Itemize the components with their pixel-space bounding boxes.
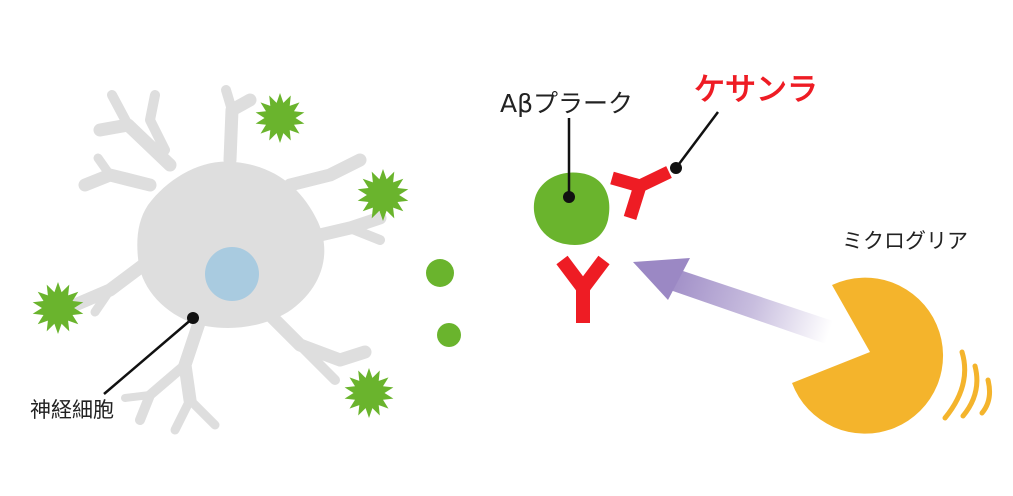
pointer-dot-antibody (670, 162, 682, 174)
spiky-amyloid-icon (344, 368, 394, 418)
pointer-dot-neuron (187, 312, 199, 324)
amyloid-plaque (533, 172, 610, 245)
pointer-lines (103, 111, 719, 395)
label-microglia: ミクログリア (842, 229, 968, 253)
spiky-amyloid-icon (255, 93, 305, 143)
neuron-nucleus (205, 247, 259, 301)
movement-arrow (633, 258, 836, 344)
amyloid-aggregates (32, 93, 409, 418)
neuron-cell-icon (68, 85, 387, 435)
spiky-amyloid-icon (32, 282, 84, 334)
amyloid-particle-small (426, 259, 454, 287)
spiky-amyloid-icon (357, 169, 409, 221)
amyloid-particle-small (437, 323, 461, 347)
neuron-dendrites (68, 85, 387, 435)
neuron-soma (137, 161, 325, 328)
motion-lines-icon (942, 349, 992, 421)
label-amyloid-plaque: Aβプラーク (500, 89, 634, 118)
pointer-dot-plaque (563, 191, 575, 203)
y-antibody-icon (610, 166, 672, 220)
label-drug: ケサンラ (694, 72, 818, 108)
label-neuron: 神経細胞 (30, 398, 114, 422)
pacman-microglia-icon (792, 277, 944, 434)
y-antibody-icon (556, 255, 610, 323)
